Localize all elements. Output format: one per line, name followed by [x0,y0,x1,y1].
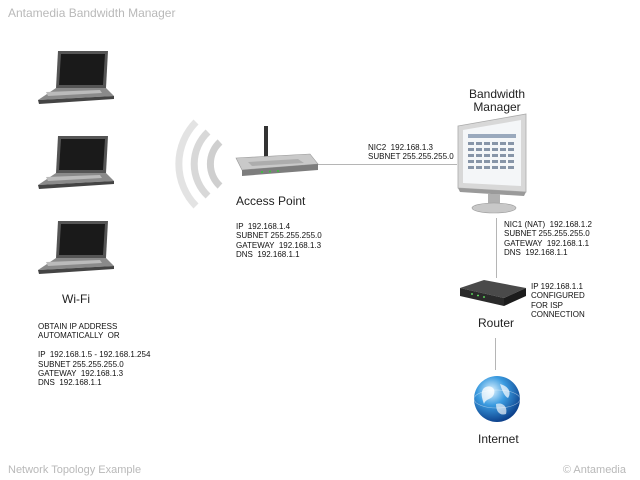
link-manager-to-router [496,218,497,278]
router-label: Router [478,316,515,330]
laptop-icon [38,51,114,104]
wireless-router-icon [235,126,319,176]
monitor-icon [457,113,527,214]
router-icon [460,280,526,306]
wifi-label: Wi-Fi [62,292,90,306]
globe-icon [473,376,521,422]
footer-copyright: © Antamedia [562,464,626,476]
page-title: Antamedia Bandwidth Manager [8,6,176,20]
laptop-icon [38,221,114,274]
link-ap-to-manager [316,164,457,165]
wifi-signal-icon [175,119,223,209]
footer-caption: Network Topology Example [8,464,142,476]
access-point-label: Access Point [236,194,306,208]
internet-label: Internet [478,432,519,446]
laptop-icon [38,136,114,189]
link-router-to-internet [495,338,496,370]
